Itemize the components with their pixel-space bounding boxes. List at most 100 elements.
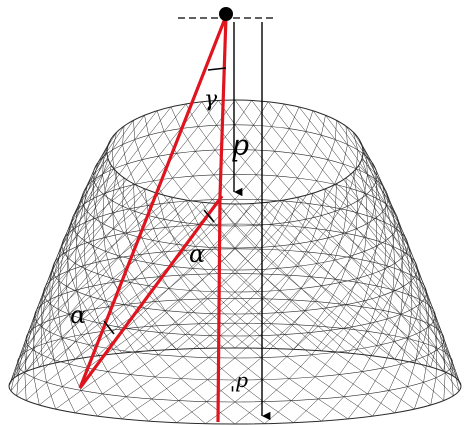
mesh-strut: [170, 106, 181, 129]
inner-ray: [78, 195, 224, 389]
mesh-strut: [154, 301, 179, 325]
mesh-strut: [423, 323, 429, 343]
alpha-lower-tick: [103, 320, 115, 335]
mesh-strut: [178, 379, 208, 401]
mesh-strut: [154, 356, 184, 378]
mesh-strut: [8, 357, 20, 387]
mesh-strut: [102, 223, 106, 252]
mesh-strut: [123, 205, 149, 234]
mesh-strut: [256, 151, 275, 175]
mesh-strut: [286, 332, 309, 357]
mesh-strut: [318, 326, 349, 354]
mesh-strut: [376, 179, 393, 210]
mesh-strut: [102, 303, 131, 332]
mesh-strut: [311, 241, 335, 261]
mesh-strut: [102, 194, 105, 224]
mesh-strut: [53, 289, 77, 319]
mesh-strut: [119, 188, 130, 209]
mesh-strut: [67, 203, 85, 234]
mesh-strut: [371, 188, 387, 206]
mesh-strut: [213, 149, 236, 175]
mesh-strut: [364, 174, 368, 194]
mesh-strut: [316, 159, 329, 181]
mesh-strut: [350, 255, 373, 274]
mesh-strut: [156, 110, 165, 132]
mesh-strut: [293, 326, 319, 350]
mesh-strut: [66, 257, 69, 287]
mesh-strut: [372, 334, 390, 357]
mesh-strut: [76, 273, 98, 292]
mesh-strut: [102, 174, 106, 194]
mesh-strut: [334, 259, 358, 279]
mesh-strut: [123, 285, 149, 305]
mesh-strut: [370, 241, 380, 262]
mesh-strut: [435, 377, 454, 396]
mesh-strut: [379, 296, 401, 315]
mesh-strut: [107, 371, 127, 397]
mesh-strut: [112, 349, 131, 375]
mesh-strut: [208, 273, 236, 299]
mesh-strut: [46, 363, 70, 383]
mesh-strut: [289, 196, 300, 223]
mesh-strut: [134, 332, 162, 353]
mesh-strut: [403, 286, 421, 304]
mesh-strut: [325, 208, 341, 231]
mesh-strut: [182, 335, 211, 357]
mesh-strut: [93, 149, 113, 181]
mesh-strut: [424, 286, 429, 305]
mesh-strut: [153, 180, 170, 203]
mesh-strut: [330, 233, 347, 255]
mesh-strut: [411, 280, 425, 299]
mesh-strut: [24, 344, 28, 373]
mesh-strut: [376, 265, 388, 287]
mesh-strut: [83, 203, 86, 223]
mesh-strut: [271, 199, 285, 225]
mesh-strut: [130, 276, 159, 305]
alpha-upper-tick: [203, 209, 215, 223]
mesh-strut: [442, 333, 446, 353]
mesh-strut: [135, 156, 159, 185]
mesh-strut: [211, 199, 236, 225]
mesh-strut: [55, 334, 82, 364]
mesh-strut: [357, 278, 380, 297]
mesh-strut: [94, 151, 108, 183]
mesh-strut: [122, 144, 128, 165]
mesh-strut: [423, 342, 445, 372]
mesh-strut: [207, 298, 236, 324]
mesh-strut: [93, 188, 99, 218]
mesh-strut: [122, 206, 128, 234]
mesh-strut: [234, 225, 256, 248]
mesh-strut: [253, 125, 275, 152]
mesh-strut: [234, 291, 258, 315]
mesh-strut: [90, 296, 100, 324]
mesh-strut: [163, 103, 187, 132]
mesh-strut: [213, 174, 236, 200]
mesh-strut: [386, 246, 394, 266]
mesh-strut: [364, 251, 385, 269]
mesh-strut: [112, 329, 140, 350]
mesh-strut: [259, 225, 283, 250]
mesh-strut: [358, 138, 367, 157]
mesh-strut: [308, 307, 327, 333]
mesh-strut: [90, 212, 113, 242]
mesh-strut: [148, 215, 159, 242]
mesh-strut: [62, 310, 88, 339]
mesh-strut: [135, 259, 149, 286]
mesh-strut: [259, 249, 288, 276]
mesh-strut: [195, 125, 217, 152]
mesh-strut: [376, 217, 393, 235]
mesh-strut: [396, 215, 409, 246]
d-upper-label: d: [231, 133, 249, 166]
mesh-strut: [151, 299, 182, 327]
mesh-strut: [261, 334, 285, 358]
mesh-strut: [61, 336, 70, 365]
mesh-strut: [178, 324, 206, 349]
mesh-strut: [311, 254, 331, 277]
mesh-strut: [254, 224, 272, 248]
mesh-strut: [36, 280, 51, 311]
mesh-strut: [364, 192, 386, 223]
red-rays: [78, 15, 228, 423]
mesh-strut: [279, 177, 298, 201]
mesh-strut: [336, 183, 358, 201]
mesh-strut: [153, 244, 177, 264]
